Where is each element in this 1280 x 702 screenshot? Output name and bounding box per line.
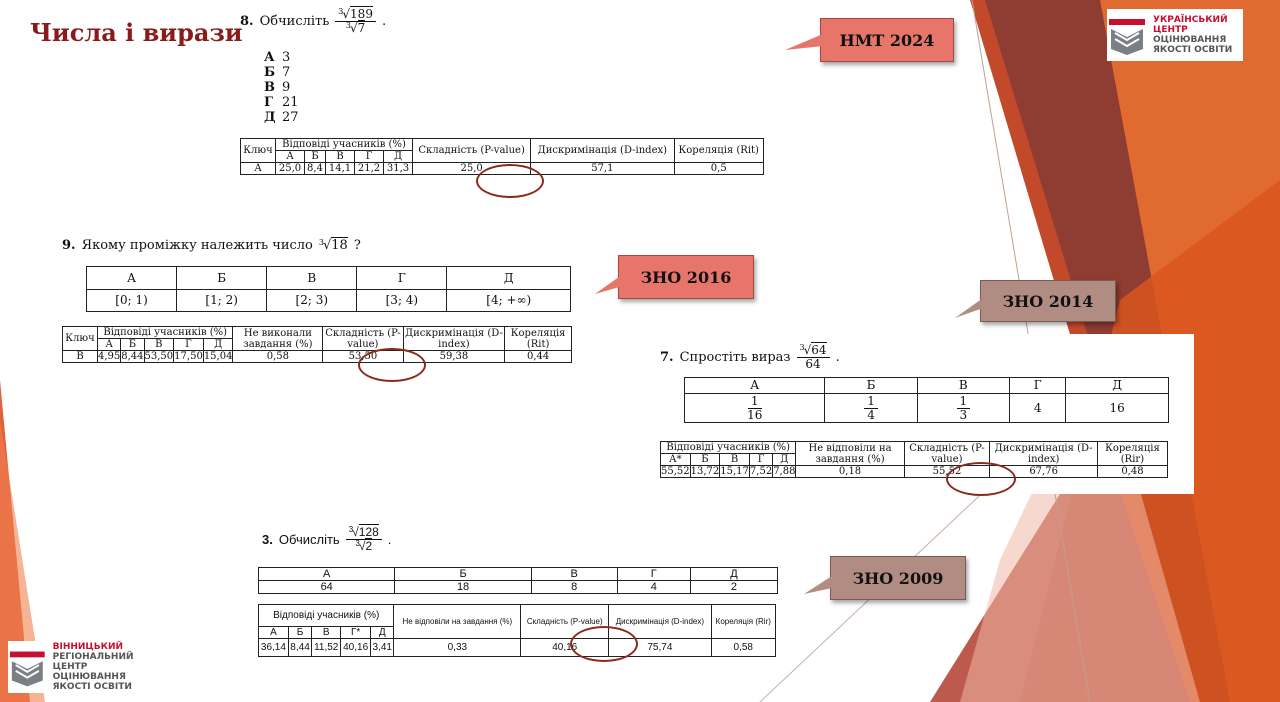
q9-difficulty-circle bbox=[358, 348, 426, 382]
callout-zno-2014: ЗНО 2014 bbox=[980, 280, 1116, 322]
q8-stats-table: Ключ Відповіді учасників (%) Складність … bbox=[240, 138, 764, 175]
q8-fraction: 3√189 3√7 bbox=[335, 6, 376, 35]
q3-difficulty-circle bbox=[570, 626, 638, 662]
q3-number: 3. bbox=[262, 531, 273, 547]
q8-difficulty-circle bbox=[476, 164, 544, 198]
callout-2016-pointer bbox=[595, 274, 623, 294]
callout-2009-pointer bbox=[804, 576, 832, 594]
callout-nmt-pointer bbox=[785, 34, 823, 50]
q8-header: 8. Обчисліть 3√189 3√7 . bbox=[240, 6, 387, 35]
callout-nmt-2024: НМТ 2024 bbox=[820, 18, 954, 62]
callout-zno-2009: ЗНО 2009 bbox=[830, 556, 966, 600]
q7-stats-table: Відповіді учасників (%) Не відповіли на … bbox=[659, 441, 1169, 478]
logo-vin-center: ВІННИЦЬКИЙ РЕГІОНАЛЬНИЙ ЦЕНТР ОЦІНЮВАННЯ… bbox=[8, 641, 160, 693]
q3-header: 3. Обчисліть 3√128 3√2 . bbox=[262, 524, 392, 553]
logo-ukr-text: УКРАЇНСЬКИЙ ЦЕНТР ОЦІНЮВАННЯ ЯКОСТІ ОСВІ… bbox=[1153, 15, 1233, 55]
bg-shape-pink bbox=[960, 350, 1200, 702]
q3-stats-table: Відповіді учасників (%) Не відповіли на … bbox=[257, 604, 777, 657]
bg-shape-left-corner-2 bbox=[0, 420, 45, 702]
q3-text: Обчисліть bbox=[278, 531, 340, 547]
q7-text: Спростіть вираз bbox=[679, 349, 791, 365]
q9-text: Якому проміжку належить число bbox=[81, 238, 313, 253]
callout-zno-2016: ЗНО 2016 bbox=[618, 255, 754, 299]
logo-vin-text: ВІННИЦЬКИЙ РЕГІОНАЛЬНИЙ ЦЕНТР ОЦІНЮВАННЯ… bbox=[52, 642, 134, 692]
q9-stats-table: Ключ Відповіді учасників (%) Не виконали… bbox=[62, 326, 572, 363]
q8-text: Обчисліть bbox=[259, 13, 330, 29]
logo-ukr-center: УКРАЇНСЬКИЙ ЦЕНТР ОЦІНЮВАННЯ ЯКОСТІ ОСВІ… bbox=[1107, 9, 1243, 61]
q8-number: 8. bbox=[240, 13, 254, 29]
q9-number: 9. bbox=[62, 238, 76, 253]
q9-header: 9. Якому проміжку належить число 3√18 ? bbox=[62, 237, 361, 253]
callout-2014-pointer bbox=[955, 298, 983, 318]
q7-difficulty-circle bbox=[946, 462, 1016, 496]
book-logo-icon bbox=[9, 651, 45, 687]
q7-header: 7. Спростіть вираз 3√64 64 . bbox=[660, 342, 840, 371]
page-title: Числа і вирази bbox=[30, 18, 243, 47]
book-logo-icon bbox=[1109, 19, 1145, 55]
q7-number: 7. bbox=[660, 349, 674, 365]
